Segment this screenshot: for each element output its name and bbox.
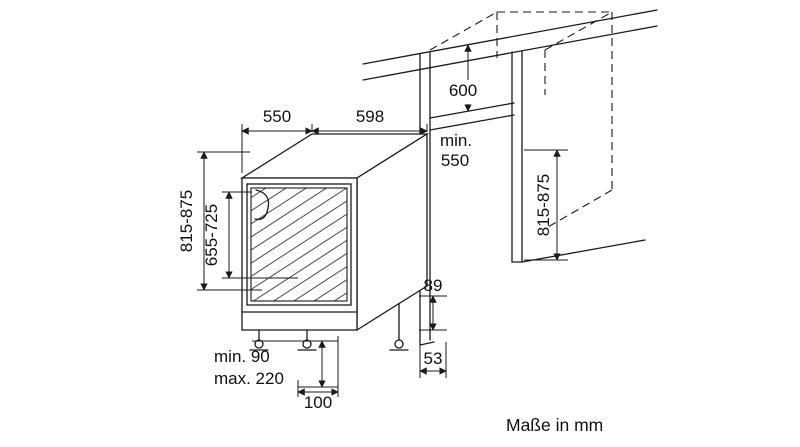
dimension-rear-height: 89 xyxy=(419,276,447,331)
dim-niche-min-value: 550 xyxy=(441,151,469,170)
dimension-niche-height: 815-875 xyxy=(524,149,568,261)
dimension-width: 598 xyxy=(311,107,428,135)
dim-niche-min-word: min. xyxy=(440,131,472,150)
dim-top-depth-label: 550 xyxy=(263,107,291,126)
door-handle xyxy=(254,189,270,220)
dim-appliance-height-label: 815-875 xyxy=(177,190,196,252)
dimension-rear-offset: 53 xyxy=(419,342,447,378)
dishwasher-drawing xyxy=(239,132,430,351)
dimension-door-height: 655-725 xyxy=(202,191,298,279)
dim-worktop-depth-label: 600 xyxy=(449,81,477,100)
dimension-plinth-height: min. 90 max. 220 xyxy=(214,340,338,388)
dim-toe-kick-label: 100 xyxy=(304,393,332,412)
adjustable-feet xyxy=(249,303,409,351)
dimension-worktop-depth: 600 xyxy=(449,44,477,112)
dimension-top-depth: 550 xyxy=(241,107,428,173)
niche-dashed-volume xyxy=(429,11,613,228)
dim-plinth-min-label: min. 90 xyxy=(214,347,270,366)
units-caption: Maße in mm xyxy=(506,415,603,435)
cabinet-niche-drawing xyxy=(362,9,658,346)
dimension-appliance-height: 815-875 xyxy=(177,151,262,291)
door-panel xyxy=(250,187,348,302)
dim-niche-height-label: 815-875 xyxy=(534,174,553,236)
dim-plinth-max-label: max. 220 xyxy=(214,369,284,388)
dim-rear-offset-label: 53 xyxy=(424,349,443,368)
dim-rear-height-label: 89 xyxy=(424,276,443,295)
dimension-toe-kick: 100 xyxy=(297,336,339,412)
dim-door-height-label: 655-725 xyxy=(202,204,221,266)
dimension-niche-depth-min: min. 550 xyxy=(440,131,472,170)
dim-width-label: 598 xyxy=(356,107,384,126)
